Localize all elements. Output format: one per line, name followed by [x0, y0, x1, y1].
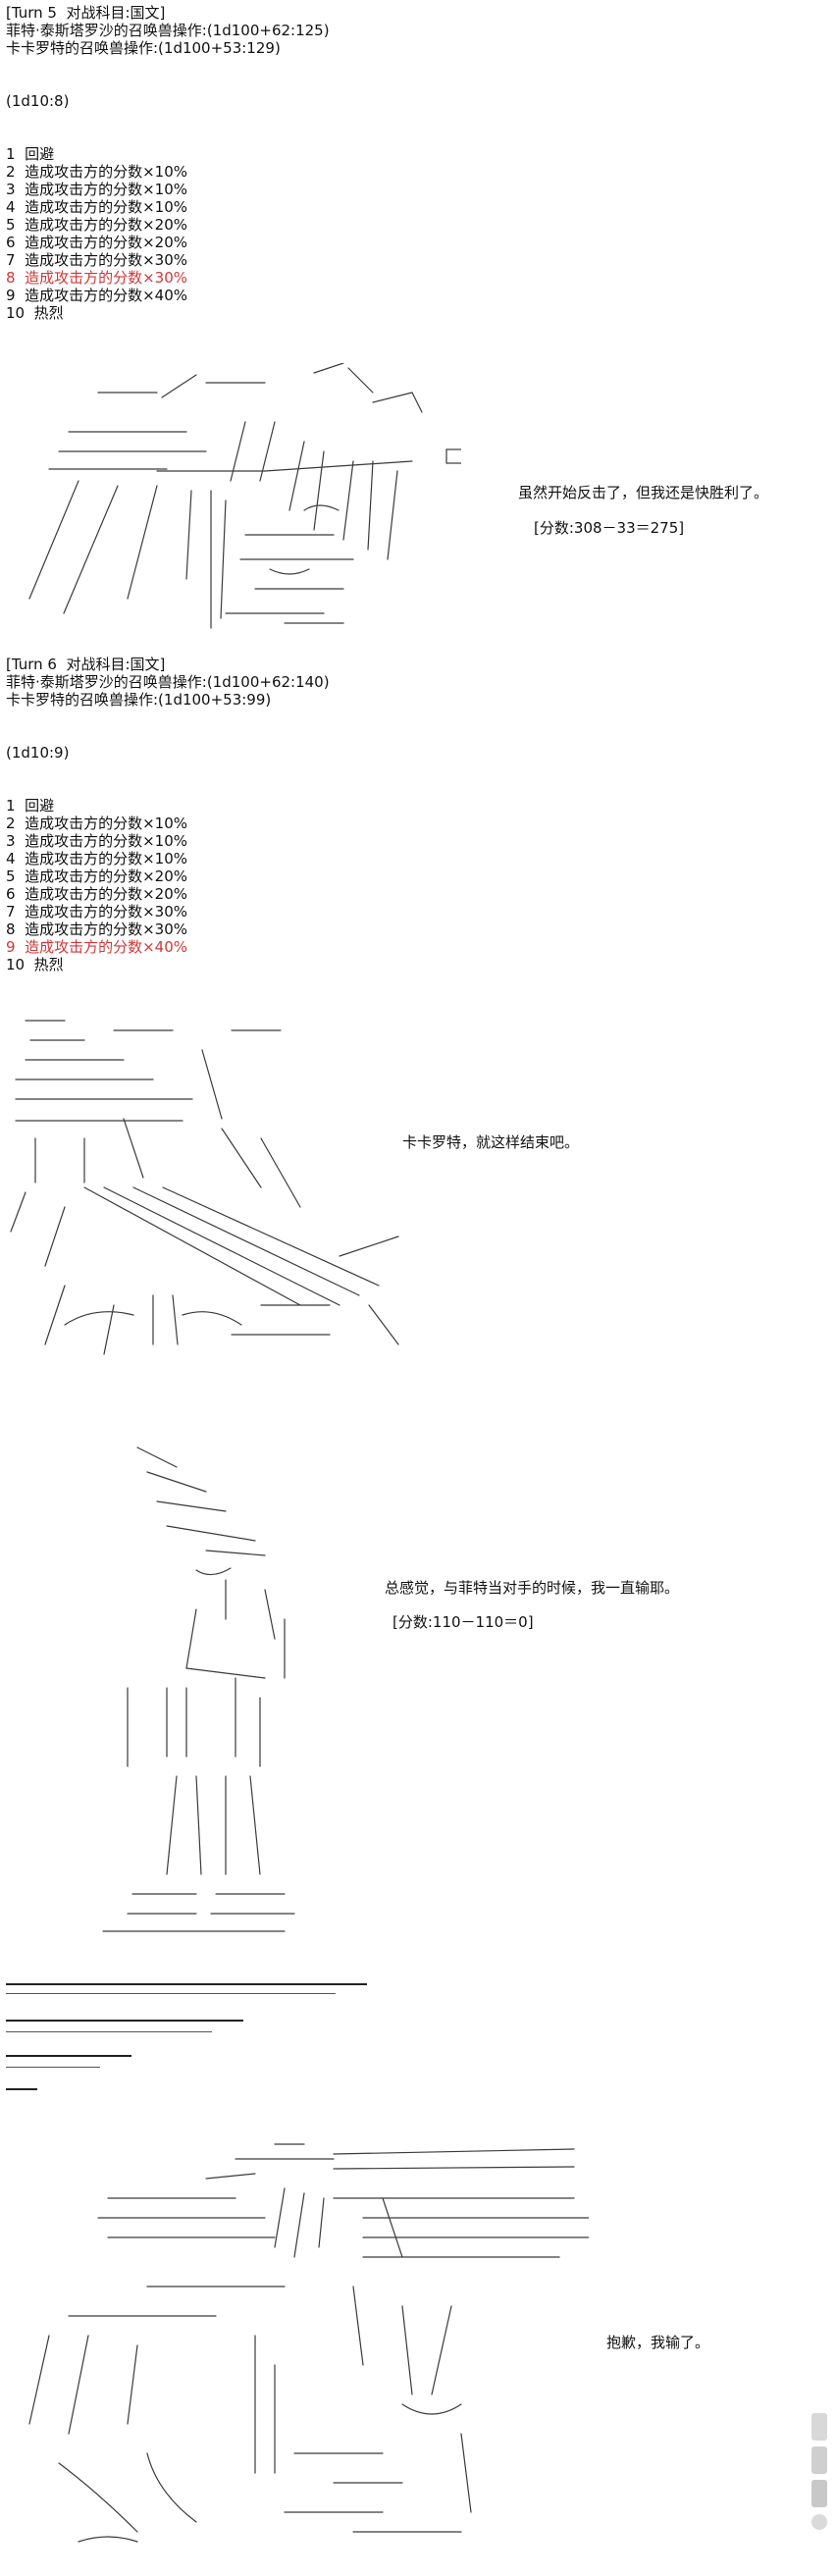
turn6-option: 7 造成攻击方的分数×30%	[6, 903, 187, 920]
turn6-option: 3 造成攻击方的分数×10%	[6, 832, 187, 850]
scene3-comment: 总感觉，与菲特当对手的时候，我一直输耶。	[385, 1579, 680, 1597]
turn5-option: 9 造成攻击方的分数×40%	[6, 287, 187, 304]
turn5-option: 4 造成攻击方的分数×10%	[6, 198, 187, 216]
turn5-option-selected: 8 造成攻击方的分数×30%	[6, 269, 187, 287]
turn5-option: 10 热烈	[6, 304, 64, 322]
turn6-option: 5 造成攻击方的分数×20%	[6, 867, 187, 885]
turn5-option: 7 造成攻击方的分数×30%	[6, 251, 187, 269]
turn6-option-selected: 9 造成攻击方的分数×40%	[6, 938, 187, 956]
turn5-option: 1 回避	[6, 145, 55, 163]
divider-rule	[6, 2067, 100, 2068]
turn5-fei-roll: 菲特·泰斯塔罗沙的召唤兽操作:(1d100+62:125)	[6, 22, 330, 39]
turn6-fei-roll: 菲特·泰斯塔罗沙的召唤兽操作:(1d100+62:140)	[6, 673, 330, 691]
turn5-score: [分数:308－33＝275]	[534, 519, 685, 537]
dm5-watermark-icon	[808, 2409, 831, 2537]
turn5-options: 1 回避 2 造成攻击方的分数×10% 3 造成攻击方的分数×10% 4 造成攻…	[6, 145, 330, 322]
turn5-dice: (1d10:8)	[6, 92, 70, 110]
ascii-art-final-clash	[10, 2139, 589, 2556]
turn5-kaka-roll: 卡卡罗特的召唤兽操作:(1d100+53:129)	[6, 39, 281, 57]
turn6-kaka-roll: 卡卡罗特的召唤兽操作:(1d100+53:99)	[6, 691, 272, 709]
divider-rule	[6, 2055, 131, 2057]
turn6-option: 8 造成攻击方的分数×30%	[6, 920, 187, 938]
ascii-art-goku-clash	[6, 1011, 418, 1374]
turn6-option: 10 热烈	[6, 956, 64, 973]
turn6-options: 1 回避 2 造成攻击方的分数×10% 3 造成攻击方的分数×10% 4 造成攻…	[6, 797, 330, 973]
turn6-option: 6 造成攻击方的分数×20%	[6, 885, 187, 903]
ascii-art-fate-attack	[10, 363, 461, 633]
turn5-comment: 虽然开始反击了，但我还是快胜利了。	[518, 484, 769, 501]
turn5-header: [Turn 5 对战科目:国文]	[6, 4, 166, 22]
divider-rule	[6, 2020, 243, 2022]
turn5-option: 3 造成攻击方的分数×10%	[6, 181, 187, 198]
turn6-option: 2 造成攻击方的分数×10%	[6, 815, 187, 832]
divider-rule	[6, 1983, 367, 1985]
turn5-block: [Turn 5 对战科目:国文] 菲特·泰斯塔罗沙的召唤兽操作:(1d100+6…	[6, 4, 330, 322]
turn6-comment: 卡卡罗特，就这样结束吧。	[402, 1133, 580, 1151]
turn5-option: 5 造成攻击方的分数×20%	[6, 216, 187, 234]
turn6-dice: (1d10:9)	[6, 744, 70, 762]
turn6-option: 4 造成攻击方的分数×10%	[6, 850, 187, 867]
divider-rule	[6, 1993, 336, 1994]
turn5-option: 2 造成攻击方的分数×10%	[6, 163, 187, 181]
turn6-header: [Turn 6 对战科目:国文]	[6, 656, 166, 673]
turn5-option: 6 造成攻击方的分数×20%	[6, 234, 187, 251]
scene3-score: [分数:110－110＝0]	[392, 1613, 534, 1631]
scene4-comment: 抱歉，我输了。	[606, 2334, 710, 2351]
turn6-option: 1 回避	[6, 797, 55, 815]
divider-rule	[6, 2031, 212, 2032]
ascii-art-goku-standing	[88, 1443, 334, 1943]
divider-rule	[6, 2088, 37, 2090]
turn6-block: [Turn 6 对战科目:国文] 菲特·泰斯塔罗沙的召唤兽操作:(1d100+6…	[6, 656, 330, 973]
